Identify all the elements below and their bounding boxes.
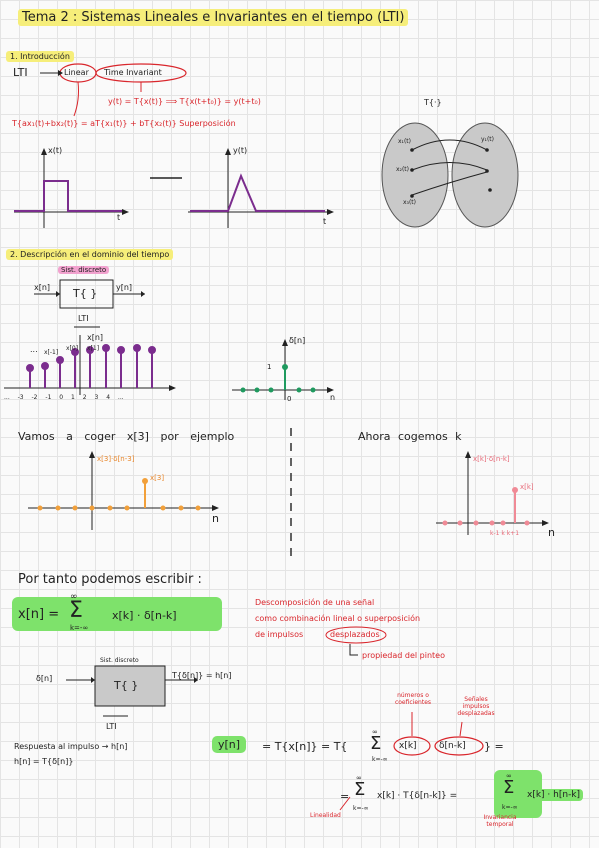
- eq-left: y[n]: [212, 736, 247, 753]
- impulse-response-2: h[n] = T{δ[n]}: [14, 757, 74, 766]
- decomp-line1: Descomposición de una señal: [255, 598, 375, 607]
- delta-one: 1: [267, 363, 272, 371]
- k-ticks: k-1 k k+1: [490, 530, 520, 537]
- x3-plot-label: x[3]·δ[n-3]: [97, 455, 135, 463]
- section2-heading: 2. Descripción en el dominio del tiempo: [6, 249, 174, 260]
- decomp-line2: como combinación lineal o superposición: [255, 614, 421, 623]
- lti-label: LTI: [13, 66, 28, 79]
- take-k-text: Ahora cogemos k: [358, 430, 462, 443]
- block-label: T{ }: [73, 287, 98, 300]
- delta-plot: [232, 339, 334, 400]
- block2-caption: LTI: [106, 722, 117, 731]
- eq2-sum2-bottom: k=-∞: [502, 804, 518, 811]
- eq2-sum2-symbol: Σ: [503, 777, 515, 798]
- stem-ticks: ... -3 -2 -1 0 1 2 3 4 ...: [4, 394, 124, 401]
- delta-label: δ[n]: [289, 336, 306, 345]
- impulse-response-1: Respuesta al impulso → h[n]: [14, 742, 128, 751]
- stem-dots: ...: [30, 345, 38, 354]
- eq-sum-symbol: Σ: [370, 733, 382, 754]
- delta-zero: 0: [287, 395, 292, 403]
- x3-value-label: x[3]: [150, 474, 165, 482]
- sum-formula-left: x[n] =: [18, 607, 60, 622]
- sum-symbol: Σ: [69, 598, 83, 623]
- mapping-y1: y₁(t): [481, 136, 494, 143]
- block-caption: LTI: [78, 314, 89, 323]
- graph1-ylabel: x(t): [48, 146, 63, 155]
- sum-formula-box: [12, 597, 222, 631]
- eq-sum-bottom: k=-∞: [372, 756, 388, 763]
- decomp-line3-a: de impulsos: [255, 630, 304, 639]
- mapping-x1: x₁(t): [398, 138, 411, 145]
- delta-axis-n: n: [330, 393, 336, 402]
- stem-label-xn: x[n]: [87, 333, 104, 342]
- eq2-right: x[k] · h[n-k]: [524, 789, 584, 801]
- sum-top: ∞: [70, 592, 78, 602]
- sifting-property: propiedad del pinteo: [362, 651, 445, 660]
- block2-input: δ[n]: [36, 674, 53, 683]
- block-diagram-2: [66, 665, 198, 717]
- stem-label-xm1: x[-1]: [44, 349, 59, 356]
- x3-axis-n: n: [212, 512, 219, 525]
- decomp-line3-b: desplazados: [330, 630, 380, 639]
- eq2-sum-symbol: Σ: [354, 779, 366, 800]
- eq2-sum-top: ∞: [356, 774, 362, 782]
- mapping-diagram: [381, 122, 519, 228]
- rect-pulse-graph: [14, 148, 129, 228]
- eq-delta: δ[n-k]: [439, 741, 466, 751]
- stem-label-x0: x[0]: [66, 345, 79, 352]
- block2-sist: Sist. discreto: [100, 657, 139, 664]
- x3-plot: [28, 451, 219, 530]
- xk-axis-n: n: [548, 526, 555, 539]
- section1-heading: 1. Introducción: [6, 51, 74, 62]
- therefore-text: Por tanto podemos escribir :: [18, 572, 202, 587]
- eq2-sum2-top: ∞: [506, 772, 512, 780]
- block-output: y[n]: [116, 283, 133, 292]
- ann-invariancia: Invariancia temporal: [483, 814, 517, 828]
- time-invariant-label: Time Invariant: [104, 68, 162, 77]
- eq2-sum-bottom: k=-∞: [353, 805, 369, 812]
- k-plot-label: x[k]·δ[n-k]: [473, 455, 510, 463]
- eq2-left: =: [340, 790, 350, 803]
- ti-formula: y(t) = T{x(t)} ⟹ T{x(t+t₀)} = y(t+t₀): [108, 97, 261, 106]
- mapping-x3: x₃(t): [403, 199, 416, 206]
- superposition-formula: T{ax₁(t)+bx₂(t)} = aT{x₁(t)} + bT{x₂(t)}…: [12, 119, 236, 128]
- sum-formula-right: x[k] · δ[n-k]: [112, 609, 177, 622]
- triangle-graph: [188, 148, 334, 228]
- eq-mid: = T{x[n]} = T{: [262, 740, 348, 753]
- block2-label: T{ }: [114, 679, 139, 692]
- block-input: x[n]: [34, 283, 51, 292]
- eq-xk: x[k]: [399, 741, 417, 751]
- graph2-ylabel: y(t): [233, 146, 248, 155]
- eq-sum-top: ∞: [372, 728, 378, 736]
- graph2-xlabel: t: [323, 217, 327, 226]
- mapping-x2: x₂(t): [396, 166, 409, 173]
- block2-output: T{δ[n]} = h[n]: [172, 671, 232, 680]
- mapping-title: T{·}: [424, 98, 442, 107]
- sist-discreto-label: Sist. discreto: [58, 266, 110, 274]
- graph1-xlabel: t: [117, 213, 121, 222]
- page-title: Tema 2 : Sistemas Lineales e Invariantes…: [18, 9, 409, 26]
- block-diagram-1: [34, 279, 145, 328]
- eq2-mid: x[k] · T{δ[n-k]} =: [377, 791, 458, 801]
- linear-label: Linear: [64, 68, 89, 77]
- xk-value-label: x[k]: [520, 483, 534, 491]
- eq-end: } =: [484, 740, 504, 753]
- take-x3-text: Vamos a coger x[3] por ejemplo: [18, 430, 235, 443]
- xk-plot: [436, 451, 549, 535]
- ann-linealidad: Linealidad: [310, 812, 341, 819]
- stem-label-x1: x[1]: [87, 345, 100, 352]
- sum-bottom: k=-∞: [70, 624, 89, 632]
- ann-numeros: números o coeficientes: [394, 692, 432, 706]
- stem-plot-xn: [4, 335, 176, 395]
- ann-senales: Señales impulsos desplazadas: [457, 696, 495, 717]
